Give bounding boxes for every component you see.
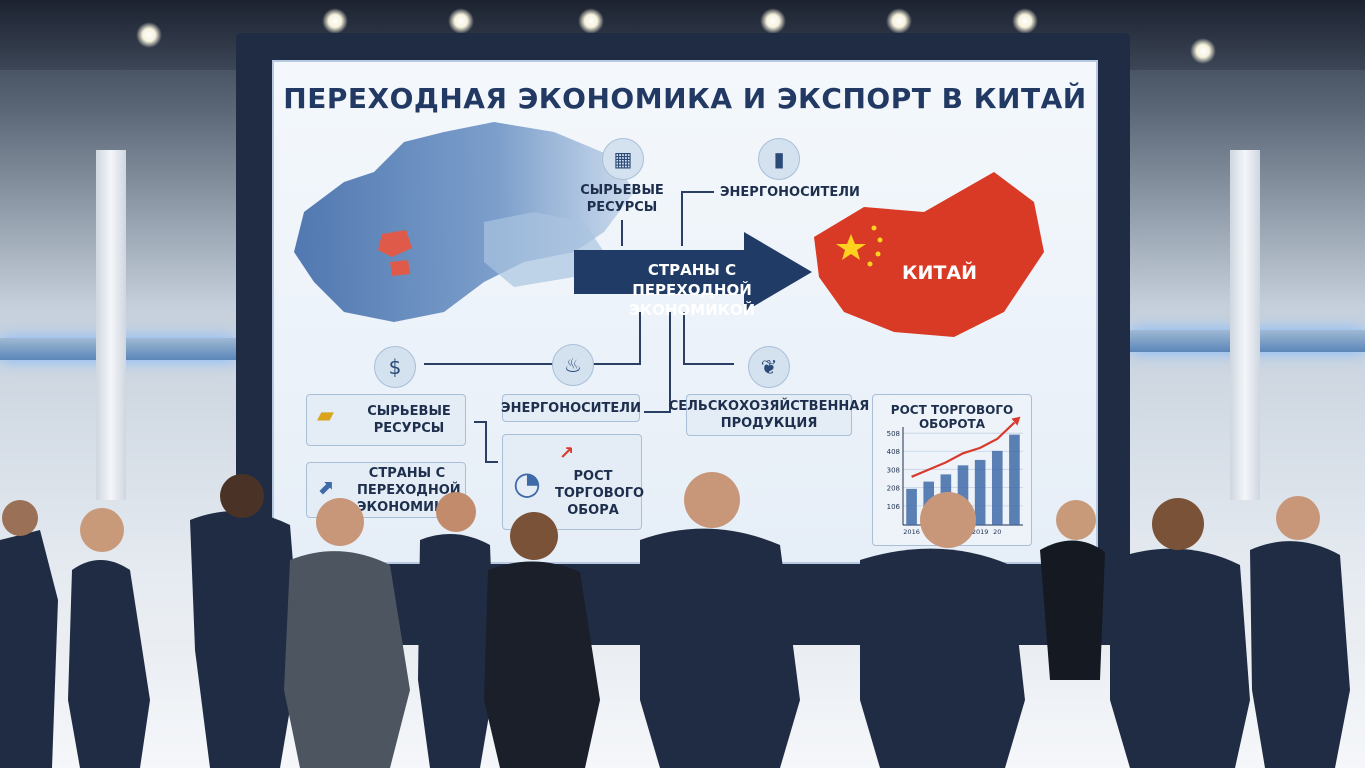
person bbox=[1250, 541, 1350, 768]
chart-y-tick-label: 408 bbox=[887, 448, 900, 456]
person-head bbox=[1276, 496, 1320, 540]
pillar bbox=[1230, 150, 1260, 500]
person-head bbox=[316, 498, 364, 546]
leaf-icon: ❦ bbox=[748, 346, 790, 388]
person-head bbox=[436, 492, 476, 532]
person-head bbox=[2, 500, 38, 536]
person-head bbox=[220, 474, 264, 518]
chart-y-tick-label: 308 bbox=[887, 466, 900, 474]
main-arrow-label: СТРАНЫ С ПЕРЕХОДНОЙ ЭКОНОМИКОЙ bbox=[628, 261, 756, 319]
person bbox=[860, 548, 1025, 768]
growth-chart-icon: ⬈ bbox=[317, 475, 334, 499]
raw-resources-box: ▰ СЫРЬЕВЫЕ РЕСУРСЫ bbox=[306, 394, 466, 446]
person-head bbox=[684, 472, 740, 528]
chart-y-tick-label: 208 bbox=[887, 484, 900, 492]
person-head bbox=[1056, 500, 1096, 540]
china-label: КИТАЙ bbox=[902, 262, 977, 284]
flame-icon: ♨ bbox=[552, 344, 594, 386]
trend-arrow-icon: ↗ bbox=[559, 443, 575, 464]
person bbox=[418, 534, 495, 768]
ceiling-spotlight bbox=[1190, 38, 1216, 64]
chart-bar bbox=[974, 459, 986, 525]
ceiling-spotlight bbox=[760, 8, 786, 34]
transition-box: ⬈ СТРАНЫ С ПЕРЕХОДНОЙ ЭКОНОМИКОЙ bbox=[306, 462, 467, 518]
china-star-icon bbox=[836, 234, 866, 260]
chart-x-tick-label: 2019 bbox=[972, 528, 989, 536]
chart-bar bbox=[1009, 434, 1020, 525]
person bbox=[190, 511, 300, 768]
top-energy-label: ЭНЕРГОНОСИТЕЛИ bbox=[720, 185, 860, 200]
main-export-arrow bbox=[574, 232, 812, 312]
chart-trend-arrowhead bbox=[1011, 416, 1021, 426]
person-head bbox=[80, 508, 124, 552]
person bbox=[0, 530, 58, 768]
battery-icon: ▮ bbox=[758, 138, 800, 180]
ceiling-spotlight bbox=[886, 8, 912, 34]
highlight-country-hungary bbox=[390, 260, 410, 276]
presentation-screen: ПЕРЕХОДНАЯ ЭКОНОМИКА И ЭКСПОРТ В КИТАЙ С… bbox=[272, 60, 1098, 564]
person-head bbox=[510, 512, 558, 560]
chart-bar bbox=[906, 488, 917, 525]
eurasia-map bbox=[294, 122, 634, 322]
money-bag-icon: $ bbox=[374, 346, 416, 388]
ceiling-spotlight bbox=[136, 22, 162, 48]
chart-trend-line bbox=[911, 421, 1016, 478]
agri-box: СЕЛЬСКОХОЗЯЙСТВЕННАЯ ПРОДУКЦИЯ bbox=[669, 394, 869, 436]
person bbox=[484, 561, 600, 768]
gold-bars-icon: ▰ bbox=[317, 403, 334, 428]
ceiling-spotlight bbox=[578, 8, 604, 34]
chart-bar bbox=[957, 465, 969, 525]
ceiling-spotlight bbox=[1012, 8, 1038, 34]
screen-title: ПЕРЕХОДНАЯ ЭКОНОМИКА И ЭКСПОРТ В КИТАЙ bbox=[283, 82, 1087, 115]
person-head bbox=[920, 492, 976, 548]
highlight-country-poland bbox=[378, 230, 412, 257]
chart-x-tick-label: 2016 bbox=[903, 528, 920, 536]
ceiling-spotlight bbox=[448, 8, 474, 34]
top-raw-resources-label: СЫРЬЕВЫЕ РЕСУРСЫ bbox=[580, 183, 664, 215]
infographic-graphics bbox=[294, 122, 1044, 463]
chart-bar bbox=[991, 450, 1003, 525]
trade-growth-text: РОСТ ТОРГОВОГО ОБОРА bbox=[555, 468, 645, 518]
chart-title: РОСТ ТОРГОВОГО ОБОРОТА bbox=[890, 403, 1014, 431]
pillar bbox=[96, 150, 126, 500]
raw-resources-text: СЫРЬЕВЫЕ РЕСУРСЫ bbox=[367, 404, 451, 436]
chart-y-tick-label: 106 bbox=[887, 503, 901, 511]
person-head bbox=[1152, 498, 1204, 550]
energy-box: ЭНЕРГОНОСИТЕЛИ bbox=[501, 394, 641, 422]
ceiling-spotlight bbox=[322, 8, 348, 34]
chart-y-tick-label: 508 bbox=[887, 430, 900, 438]
person bbox=[284, 551, 410, 768]
person bbox=[1040, 540, 1105, 680]
chart-x-tick-label: 20 bbox=[993, 528, 1001, 536]
china-map bbox=[814, 172, 1044, 337]
person bbox=[68, 560, 150, 768]
flow-connectors bbox=[424, 191, 734, 463]
person bbox=[1110, 548, 1250, 768]
cube-stack-icon: ▦ bbox=[602, 138, 644, 180]
person bbox=[640, 528, 800, 768]
